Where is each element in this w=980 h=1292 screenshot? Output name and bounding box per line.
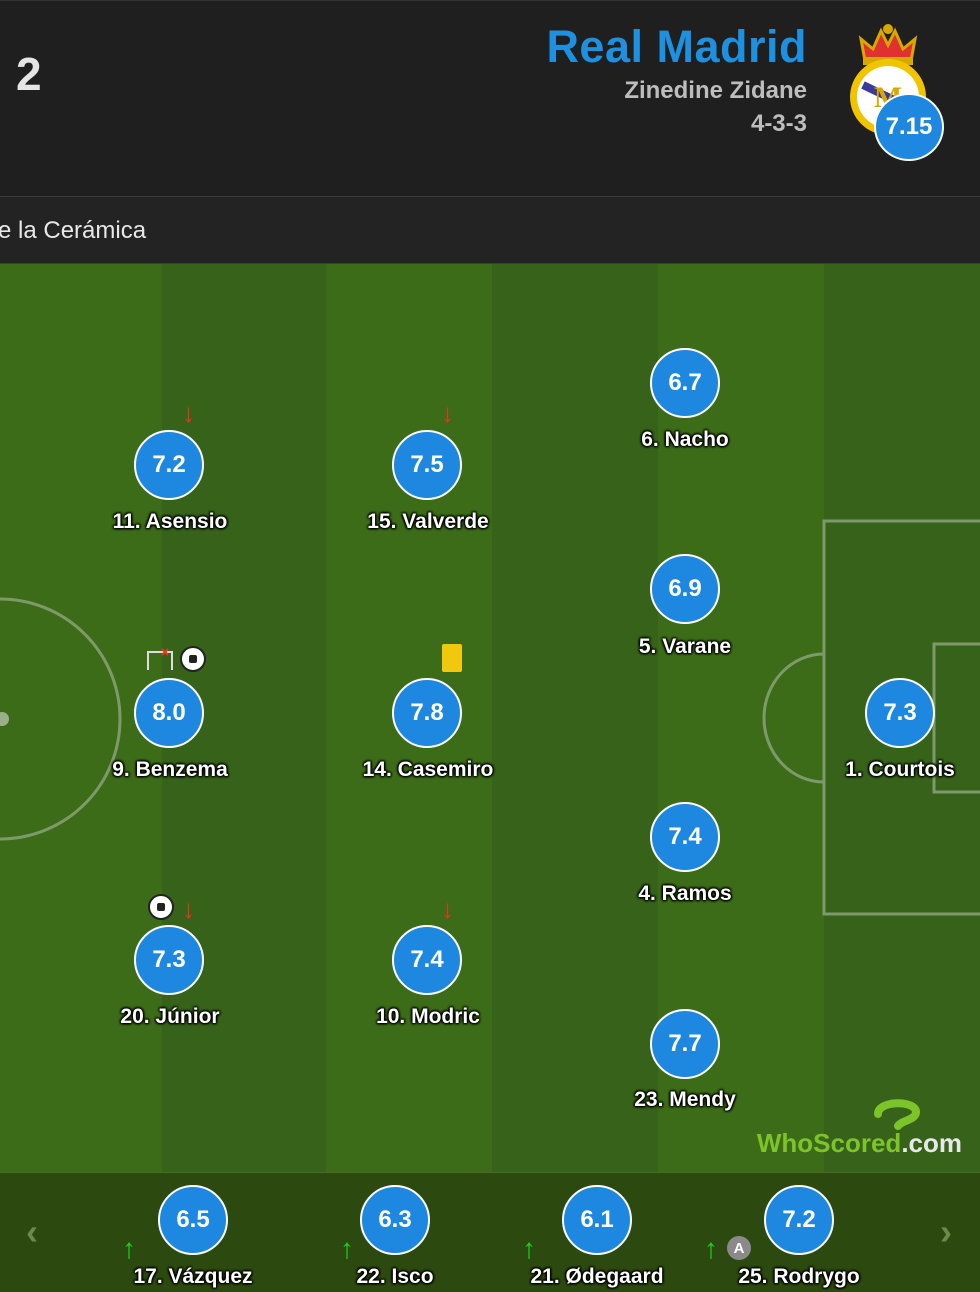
player-rating-asensio[interactable]: 7.2 xyxy=(134,430,204,500)
player-rating-benzema[interactable]: 8.0 xyxy=(134,678,204,748)
watermark-brand: WhoScored xyxy=(756,1128,902,1158)
player-rating-nacho[interactable]: 6.7 xyxy=(650,348,720,418)
player-rating-junior[interactable]: 7.3 xyxy=(134,925,204,995)
bench-prev-button[interactable]: ‹ xyxy=(26,1211,38,1252)
player-rating-varane[interactable]: 6.9 xyxy=(650,554,720,624)
bench-rating-odegaard[interactable]: 6.1 xyxy=(562,1185,632,1255)
player-rating-ramos[interactable]: 7.4 xyxy=(650,802,720,872)
yellow-card-icon xyxy=(442,644,462,672)
sub-off-arrow-icon: ↓ xyxy=(441,398,454,428)
whoscored-logo-icon xyxy=(874,1099,921,1130)
player-rating-modric[interactable]: 7.4 xyxy=(392,925,462,995)
own-goal-icon xyxy=(147,648,173,670)
whoscored-watermark: WhoScored.com xyxy=(757,1128,962,1159)
player-rating-casemiro[interactable]: 7.8 xyxy=(392,678,462,748)
player-name-valverde[interactable]: 15. Valverde xyxy=(367,510,489,533)
bench-rating-rodrygo[interactable]: 7.2 xyxy=(764,1185,834,1255)
player-name-varane[interactable]: 5. Varane xyxy=(638,635,732,658)
player-rating-mendy[interactable]: 7.7 xyxy=(650,1009,720,1079)
bench-name-rodrygo[interactable]: 25. Rodrygo xyxy=(738,1265,860,1288)
score: 2 xyxy=(16,48,42,100)
bench-next-button[interactable]: › xyxy=(940,1211,952,1252)
pitch: ↓ 7.2 11. Asensio ↓ 7.5 15. Valverde 6.7… xyxy=(0,264,980,1172)
sub-off-arrow-icon: ↓ xyxy=(182,894,195,924)
sub-off-arrow-icon: ↓ xyxy=(182,398,195,428)
substitutes-bench: ‹ ↑ 6.5 17. Vázquez ↑ 6.3 22. Isco ↑ 6.1… xyxy=(0,1172,980,1292)
player-name-modric[interactable]: 10. Modric xyxy=(376,1005,480,1028)
player-name-ramos[interactable]: 4. Ramos xyxy=(638,882,732,905)
team-name[interactable]: Real Madrid xyxy=(546,21,807,72)
sub-on-arrow-icon: ↑ xyxy=(122,1233,136,1264)
player-name-nacho[interactable]: 6. Nacho xyxy=(641,428,729,451)
team-header: 2 Real Madrid Zinedine Zidane 4-3-3 M 7.… xyxy=(0,0,980,196)
sub-on-arrow-icon: ↑ xyxy=(340,1233,354,1264)
player-name-casemiro[interactable]: 14. Casemiro xyxy=(362,758,494,781)
bench-name-isco[interactable]: 22. Isco xyxy=(356,1265,434,1288)
assist-badge-icon: A xyxy=(727,1236,751,1260)
player-rating-valverde[interactable]: 7.5 xyxy=(392,430,462,500)
venue-name: e la Cerámica xyxy=(0,217,147,244)
formation: 4-3-3 xyxy=(750,110,807,137)
player-name-junior[interactable]: 20. Júnior xyxy=(120,1005,220,1028)
manager-name: Zinedine Zidane xyxy=(624,77,807,104)
bench-rating-isco[interactable]: 6.3 xyxy=(360,1185,430,1255)
watermark-suffix: .com xyxy=(901,1128,962,1158)
goal-ball-icon xyxy=(148,894,174,920)
goal-ball-icon xyxy=(180,646,206,672)
player-rating-courtois[interactable]: 7.3 xyxy=(865,678,935,748)
bench-rating-vazquez[interactable]: 6.5 xyxy=(158,1185,228,1255)
sub-off-arrow-icon: ↓ xyxy=(441,894,454,924)
sub-on-arrow-icon: ↑ xyxy=(704,1233,718,1264)
player-name-benzema[interactable]: 9. Benzema xyxy=(112,758,228,781)
venue-bar: e la Cerámica xyxy=(0,196,980,264)
sub-on-arrow-icon: ↑ xyxy=(522,1233,536,1264)
player-name-asensio[interactable]: 11. Asensio xyxy=(112,510,228,533)
bench-name-vazquez[interactable]: 17. Vázquez xyxy=(133,1265,253,1288)
player-name-mendy[interactable]: 23. Mendy xyxy=(634,1088,736,1111)
player-name-courtois[interactable]: 1. Courtois xyxy=(845,758,955,781)
bench-name-odegaard[interactable]: 21. Ødegaard xyxy=(530,1265,664,1288)
team-rating-badge: 7.15 xyxy=(874,93,944,161)
pitch-stripe xyxy=(492,264,658,1172)
